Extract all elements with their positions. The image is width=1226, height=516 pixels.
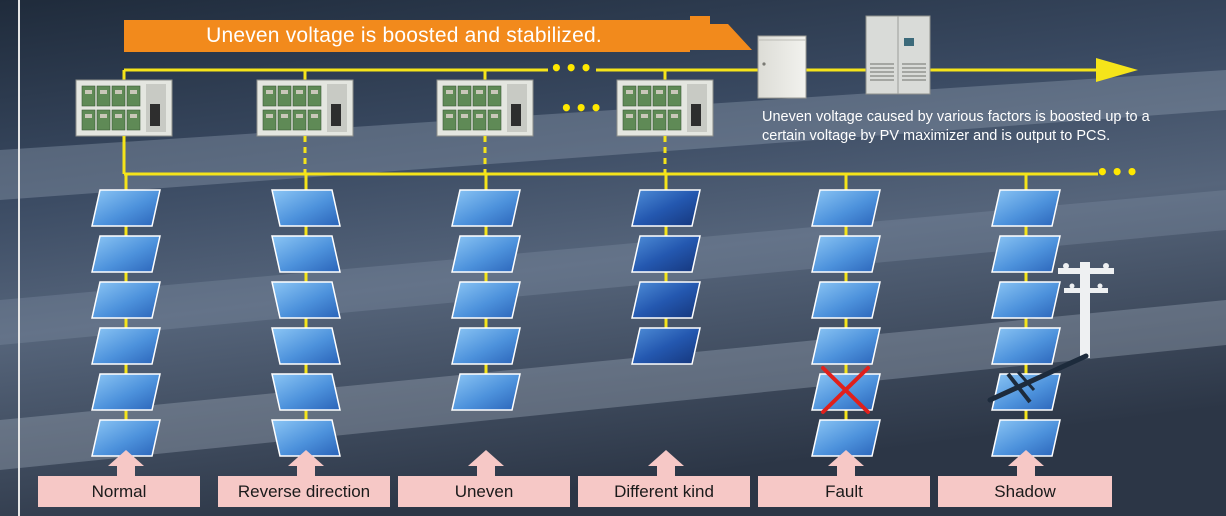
bus-ellipsis: ••• [1096,160,1141,184]
utility-pole-icon [1058,262,1114,358]
description-line-2: certain voltage by PV maximizer and is o… [762,128,1111,144]
solar-panel [271,327,341,365]
up-arrow-icon [288,450,324,476]
solar-panel [451,189,521,227]
pv-maximizer-icon [75,79,173,137]
up-arrow-icon [108,450,144,476]
top-ellipsis: ••• [550,56,595,80]
solar-panel [271,373,341,411]
solar-panel [451,281,521,319]
solar-panel [811,281,881,319]
solar-panel [451,327,521,365]
pole-shadow [987,353,1089,404]
solar-panel [991,327,1061,365]
solar-panel [811,327,881,365]
junction-box-icon [757,35,807,99]
solar-panel [811,235,881,273]
solar-panel [991,235,1061,273]
pv-maximizer-icon [616,79,714,137]
solar-panel [451,235,521,273]
solar-panel [271,235,341,273]
solar-panel [91,189,161,227]
description-text: Uneven voltage caused by various factors… [762,108,1222,146]
label-different-kind: Different kind [578,476,750,507]
solar-panel [631,189,701,227]
solar-panel [631,281,701,319]
pv-maximizer-icon [436,79,534,137]
banner [124,16,752,52]
left-border [18,0,20,516]
label-normal: Normal [38,476,200,507]
solar-panel [631,235,701,273]
solar-panel [811,419,881,457]
description-line-1: Uneven voltage caused by various factors… [762,109,1150,125]
solar-panel [271,419,341,457]
solar-panel [91,235,161,273]
up-arrow-icon [1008,450,1044,476]
label-reverse-direction: Reverse direction [218,476,390,507]
solar-panel [991,281,1061,319]
up-arrow-icon [468,450,504,476]
pv-maximizer-group [75,70,714,174]
panel-string-normal [91,174,161,476]
up-arrow-icon [648,450,684,476]
solar-panel [271,281,341,319]
banner-title: Uneven voltage is boosted and stabilized… [206,24,602,47]
output-arrow-icon [1096,58,1138,82]
solar-panel [451,373,521,411]
solar-panel [991,189,1061,227]
solar-panel [91,327,161,365]
solar-panel [91,373,161,411]
solar-panel [91,281,161,319]
label-fault: Fault [758,476,930,507]
maximizer-ellipsis: ••• [560,96,605,120]
solar-panel [271,189,341,227]
panel-strings [91,174,1061,476]
up-arrow-icon [828,450,864,476]
solar-panel [91,419,161,457]
fault-x-icon [821,366,870,414]
solar-panel [631,327,701,365]
label-uneven: Uneven [398,476,570,507]
solar-panel [991,419,1061,457]
pv-maximizer-icon [256,79,354,137]
panel-string-reverse [271,174,341,476]
banner-shape [124,16,752,52]
panel-string-uneven [451,174,521,476]
panel-string-different [631,174,701,476]
label-shadow: Shadow [938,476,1112,507]
pcs-cabinet-icon [865,15,931,95]
solar-panel [811,189,881,227]
panel-string-fault [811,174,881,476]
